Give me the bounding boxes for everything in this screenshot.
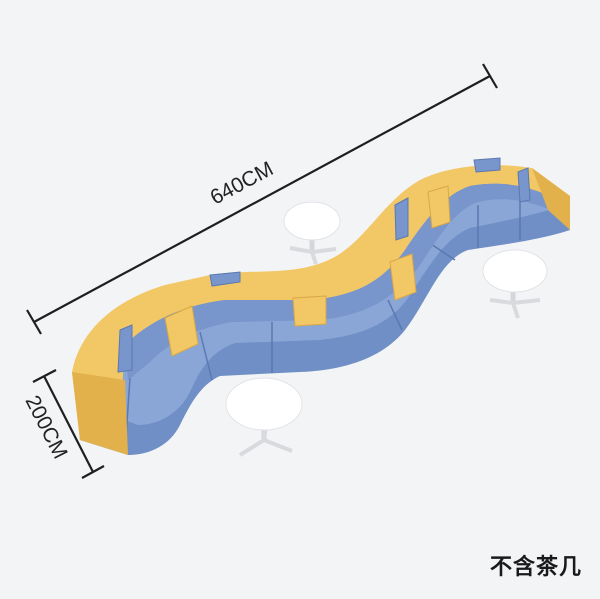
round-coffee-table-left <box>283 201 341 265</box>
round-coffee-table-front <box>225 377 303 457</box>
depth-label: 200CM <box>21 392 72 463</box>
no-coffee-table-note: 不含茶几 <box>489 555 582 580</box>
round-coffee-table-right <box>482 249 548 319</box>
length-label: 640CM <box>207 157 278 209</box>
pillows <box>117 157 531 373</box>
